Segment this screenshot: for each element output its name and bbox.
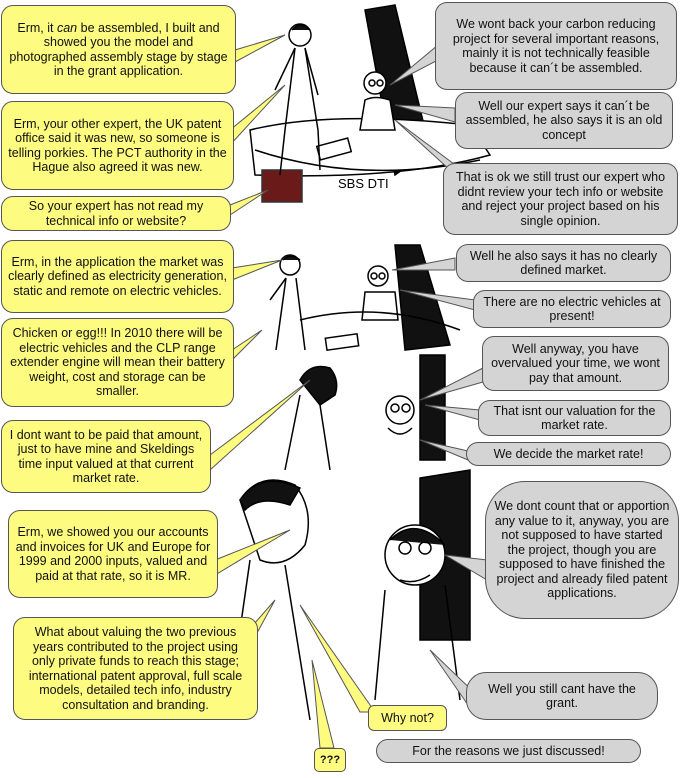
- model-box: [261, 169, 303, 203]
- official-bubble-4: Well he also says it has no clearly defi…: [456, 244, 671, 282]
- tail-b9: [299, 604, 376, 713]
- tail-b10: [311, 659, 335, 749]
- tail-g6: [419, 367, 484, 401]
- official-bubble-7: That isnt our valuation for the market r…: [478, 400, 671, 436]
- applicant-bubble-8: What about valuing the two previous year…: [13, 617, 258, 720]
- official-bubble-11: For the reasons we just discussed!: [376, 739, 641, 763]
- tail-b5: [231, 329, 263, 362]
- tail-g5: [399, 289, 476, 311]
- applicant-bubble-6: I dont want to be paid that amount, just…: [1, 420, 211, 493]
- official-bubble-5: There are no electric vehicles at presen…: [473, 290, 671, 328]
- tail-b4: [231, 259, 283, 281]
- official-bubble-6: Well anyway, you have overvalued your ti…: [482, 336, 669, 391]
- applicant-bubble-9: Why not?: [368, 705, 447, 731]
- applicant-bubble-5: Chicken or egg!!! In 2010 there will be …: [1, 318, 234, 407]
- tail-g4: [391, 257, 456, 271]
- official-bubble-3: That is ok we still trust our expert who…: [443, 163, 678, 235]
- tail-g1: [389, 43, 439, 86]
- official-bubble-9: We dont count that or apportion any valu…: [485, 481, 679, 619]
- official-bubble-10: Well you still cant have the grant.: [466, 672, 658, 720]
- tail-g9: [444, 554, 488, 581]
- b1-text-b: be assembled, I built and showed you the…: [9, 20, 228, 79]
- applicant-bubble-10: ???: [314, 748, 346, 772]
- applicant-bubble-4: Erm, in the application the market was c…: [1, 240, 234, 313]
- official-bubble-8: We decide the market rate!: [466, 442, 671, 466]
- b1-text-emph: can: [56, 20, 78, 35]
- office-scene-2: [269, 244, 461, 352]
- applicant-bubble-3: So your expert has not read my technical…: [1, 196, 231, 231]
- applicant-bubble-1: Erm, it can be assembled, I built and sh…: [1, 5, 236, 94]
- tail-b2: [229, 84, 286, 147]
- official-bubble-2: Well our expert says it can´t be assembl…: [455, 92, 673, 149]
- office-scene-1: [249, 4, 492, 203]
- tail-b1: [234, 34, 286, 63]
- tail-g2: [394, 104, 456, 123]
- applicant-bubble-2: Erm, your other expert, the UK patent of…: [1, 101, 234, 190]
- official-bubble-1: We wont back your carbon reducing projec…: [435, 2, 677, 90]
- b1-text-a: Erm, it: [17, 20, 57, 35]
- applicant-bubble-7: Erm, we showed you our accounts and invo…: [8, 510, 218, 598]
- tail-g7: [424, 404, 481, 421]
- office-scene-3: [284, 354, 446, 471]
- tail-b7: [214, 529, 291, 576]
- tail-b3: [229, 189, 269, 216]
- tail-g8: [419, 439, 469, 461]
- desk-sign: SBS DTI: [338, 176, 389, 191]
